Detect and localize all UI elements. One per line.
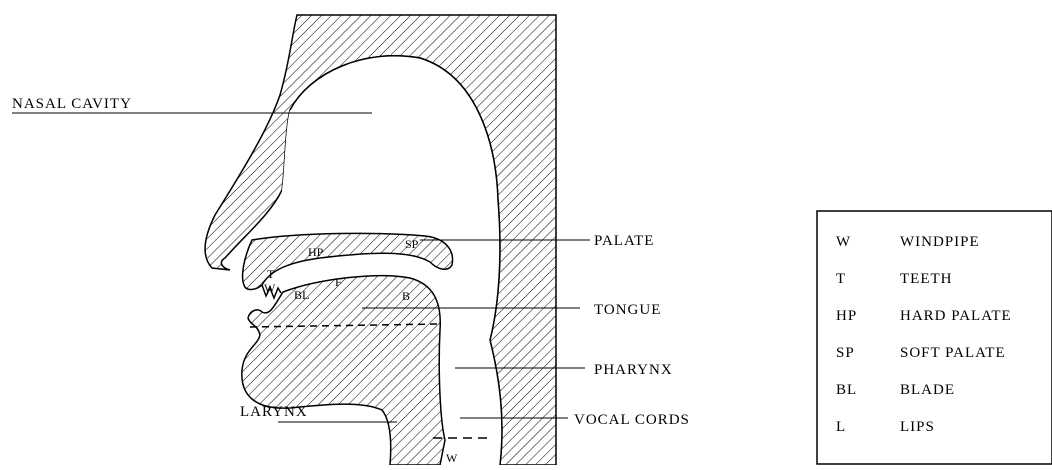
label-pharynx: PHARYNX: [594, 362, 673, 378]
label-w-bottom: W: [446, 451, 458, 465]
legend-code: HP: [836, 308, 857, 324]
label-f: F: [335, 275, 342, 289]
label-b: B: [402, 289, 410, 303]
legend-meaning: BLADE: [900, 382, 955, 398]
tongue-jaw-shape: [242, 276, 445, 465]
legend-meaning: WINDPIPE: [900, 234, 980, 250]
legend-code: W: [836, 234, 851, 250]
label-bl: BL: [294, 288, 309, 302]
legend-meaning: TEETH: [900, 271, 952, 287]
label-hp: HP: [308, 245, 324, 259]
label-tongue: TONGUE: [594, 302, 661, 318]
legend-code: T: [836, 271, 846, 287]
legend-code: L: [836, 419, 846, 435]
label-larynx: LARYNX: [240, 404, 308, 420]
legend-meaning: HARD PALATE: [900, 308, 1012, 324]
label-palate: PALATE: [594, 233, 654, 249]
label-nasal-cavity: NASAL CAVITY: [12, 96, 132, 112]
label-t: T: [267, 267, 275, 281]
legend-meaning: LIPS: [900, 419, 935, 435]
legend-meaning: SOFT PALATE: [900, 345, 1006, 361]
label-w-teeth: W: [264, 281, 276, 295]
label-vocal-cords: VOCAL CORDS: [574, 412, 690, 428]
label-sp: SP: [405, 237, 419, 251]
legend-code: BL: [836, 382, 857, 398]
legend-code: SP: [836, 345, 855, 361]
